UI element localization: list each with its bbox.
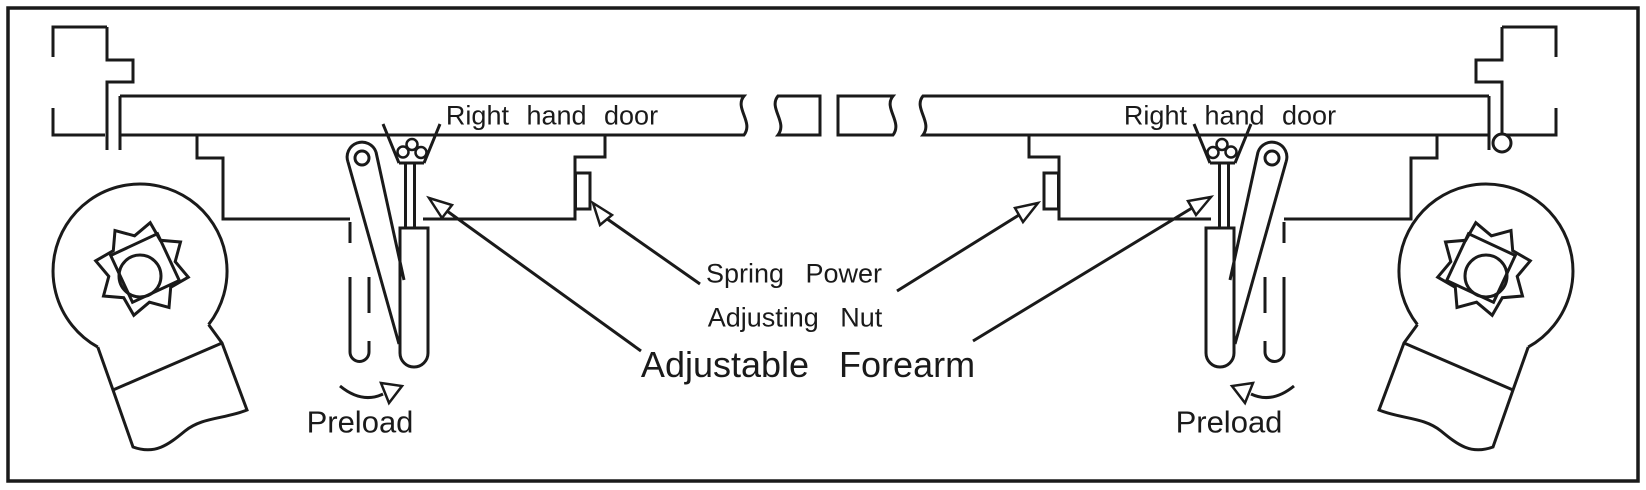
spring-power-label-line2: Adjusting Nut	[707, 302, 883, 333]
door-panel-right	[918, 94, 1489, 137]
spring-power-label-line1: Spring Power	[705, 258, 883, 289]
preload-label-left: Preload	[306, 404, 414, 440]
closer-body-right	[1377, 182, 1575, 452]
spring-power-adjusting-nut-left	[574, 171, 592, 211]
door-stub-left	[773, 94, 822, 137]
door-label-right: Right hand door	[1123, 100, 1337, 131]
diagram-border	[6, 6, 1640, 483]
spring-mechanism-right	[1192, 122, 1296, 405]
hinge-pin-right	[1491, 132, 1513, 154]
door-label-left: Right hand door	[445, 100, 659, 131]
leader-arrow-nut-left	[590, 200, 701, 286]
spring-mechanism-left	[338, 122, 442, 405]
leader-arrow-forearm-left	[426, 195, 642, 353]
leader-arrow-forearm-right	[972, 195, 1215, 343]
door-frame-right	[1474, 25, 1558, 152]
preload-label-right: Preload	[1175, 404, 1283, 440]
spring-power-adjusting-nut-right	[1042, 171, 1060, 211]
door-panel-left	[120, 94, 749, 137]
adjustable-forearm-label: Adjustable Forearm	[640, 344, 976, 385]
closer-body-left	[51, 182, 249, 452]
door-stub-right	[836, 94, 898, 137]
leader-arrow-nut-right	[896, 201, 1042, 293]
door-frame-left	[51, 25, 135, 152]
